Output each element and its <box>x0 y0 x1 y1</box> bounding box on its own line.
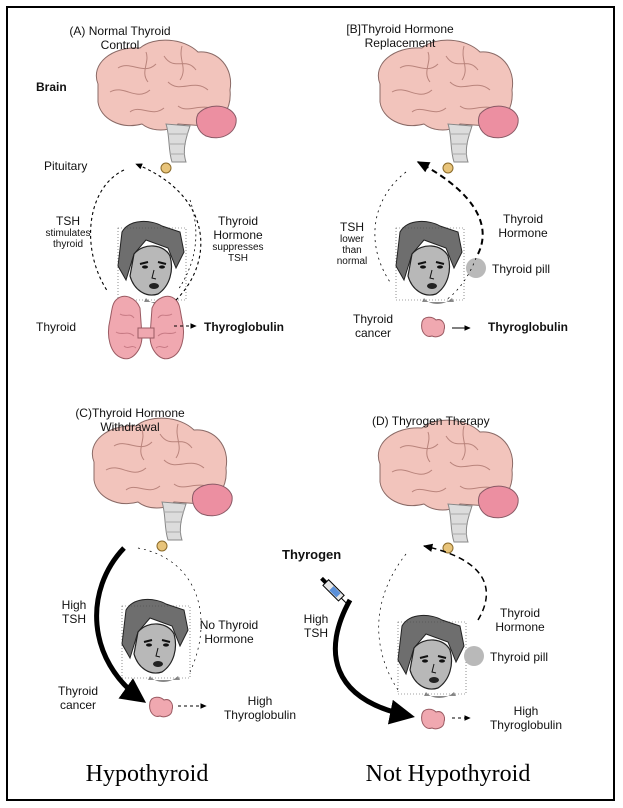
thyroid-label: Thyroid <box>36 320 76 334</box>
panel-d-hormone-line2: Hormone <box>482 620 558 634</box>
panel-a-hormone: Thyroid Hormone suppresses TSH <box>200 214 276 264</box>
panel-c-output-line2: Thyroglobulin <box>210 708 310 722</box>
panel-c-hormone: No Thyroid Hormone <box>184 618 274 646</box>
panel-c-output-line1: High <box>210 694 310 708</box>
panel-d-tsh-line2: TSH <box>296 626 336 640</box>
panel-b-tsh-note1: lower <box>330 234 374 245</box>
panel-c-tsh: High TSH <box>54 598 94 626</box>
panel-b <box>375 40 518 337</box>
panel-d-caption: Not Hypothyroid <box>338 760 558 788</box>
panel-a-hormone-line2: Hormone <box>200 228 276 242</box>
panel-d-hormone-line1: Thyroid <box>482 606 558 620</box>
panel-b-title: [B]Thyroid Hormone Replacement <box>330 22 470 50</box>
panel-d-tsh: High TSH <box>296 612 336 640</box>
panel-a-hormone-note1: suppresses <box>200 242 276 253</box>
panel-a-tsh-note1: stimulates <box>38 228 98 239</box>
panel-b-tsh: TSH lower than normal <box>330 220 374 267</box>
panel-b-source-line2: cancer <box>342 326 404 340</box>
panel-b-tsh-note2: than <box>330 245 374 256</box>
panel-a-output: Thyroglobulin <box>204 320 284 334</box>
panel-a-tsh: TSH stimulates thyroid <box>38 214 98 250</box>
panel-a-hormone-line1: Thyroid <box>200 214 276 228</box>
panel-d-hormone: Thyroid Hormone <box>482 606 558 634</box>
panel-a <box>91 40 237 359</box>
hormone-arrow-d <box>424 546 486 620</box>
panel-a-title: (A) Normal Thyroid Control <box>60 24 180 52</box>
panel-c-tsh-line2: TSH <box>54 612 94 626</box>
panel-d-output-line1: High <box>476 704 576 718</box>
panel-c-caption: Hypothyroid <box>52 760 242 788</box>
panel-c-tsh-line1: High <box>54 598 94 612</box>
panel-c <box>92 418 232 717</box>
panel-b-title-line2: Replacement <box>330 36 470 50</box>
panel-d-output-line2: Thyroglobulin <box>476 718 576 732</box>
panel-b-hormone-line2: Hormone <box>488 226 558 240</box>
panel-b-hormone-line1: Thyroid <box>488 212 558 226</box>
panel-d-tsh-line1: High <box>296 612 336 626</box>
brain-label: Brain <box>36 80 67 94</box>
panel-b-source-line1: Thyroid <box>342 312 404 326</box>
panel-c-output: High Thyroglobulin <box>210 694 310 722</box>
panel-c-source-line1: Thyroid <box>48 684 108 698</box>
panel-b-source: Thyroid cancer <box>342 312 404 340</box>
panel-b-title-line1: [B]Thyroid Hormone <box>330 22 470 36</box>
panel-c-hormone-line2: Hormone <box>184 632 274 646</box>
panel-c-source: Thyroid cancer <box>48 684 108 712</box>
panel-c-title: (C)Thyroid Hormone Withdrawal <box>60 406 200 434</box>
panel-a-tsh-label: TSH <box>38 214 98 228</box>
panel-d-title: (D) Thyrogen Therapy <box>372 414 490 428</box>
panel-a-title-line2: Control <box>60 38 180 52</box>
panel-b-pill-label: Thyroid pill <box>492 262 550 276</box>
panel-c-title-line2: Withdrawal <box>60 420 200 434</box>
panel-d <box>319 420 518 729</box>
panel-a-tsh-note2: thyroid <box>38 239 98 250</box>
panel-b-output: Thyroglobulin <box>488 320 568 334</box>
panel-d-output: High Thyroglobulin <box>476 704 576 732</box>
panel-c-source-line2: cancer <box>48 698 108 712</box>
panel-c-hormone-line1: No Thyroid <box>184 618 274 632</box>
panel-c-title-line1: (C)Thyroid Hormone <box>60 406 200 420</box>
thyrogen-label: Thyrogen <box>282 548 341 562</box>
panel-b-hormone: Thyroid Hormone <box>488 212 558 240</box>
panel-b-tsh-note3: normal <box>330 256 374 267</box>
panel-b-tsh-label: TSH <box>330 220 374 234</box>
pituitary-label: Pituitary <box>44 159 87 173</box>
panel-a-hormone-note2: TSH <box>200 253 276 264</box>
panel-d-pill-label: Thyroid pill <box>490 650 548 664</box>
panel-a-title-line1: (A) Normal Thyroid <box>60 24 180 38</box>
